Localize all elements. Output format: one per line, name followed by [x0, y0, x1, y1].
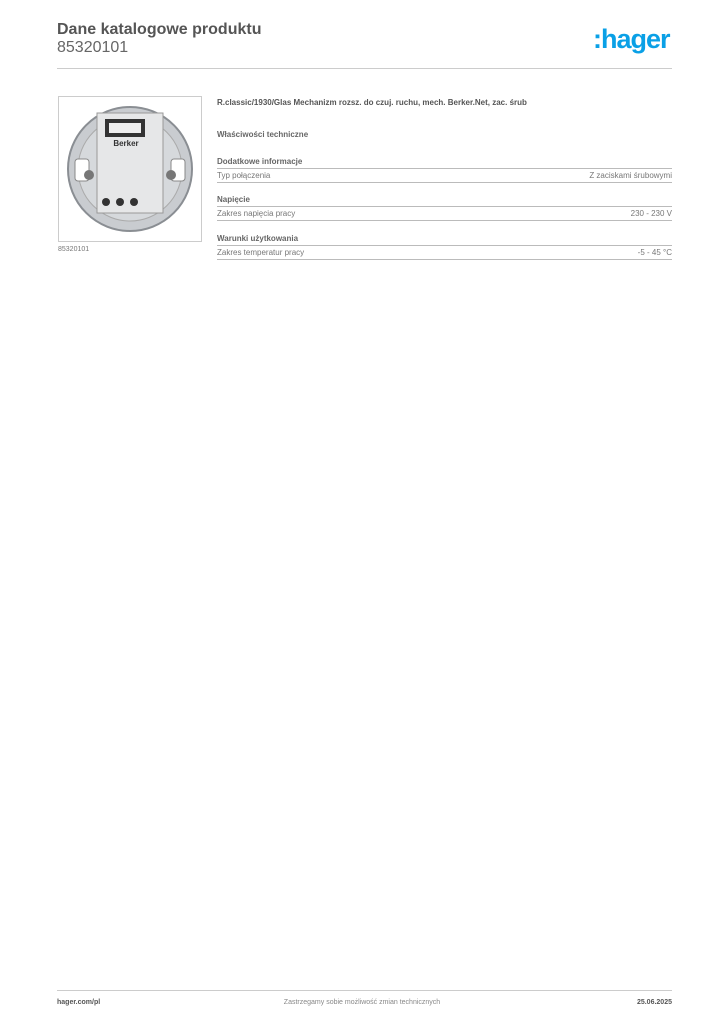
image-caption: 85320101	[58, 246, 90, 253]
footer-url[interactable]: hager.com/pl	[57, 999, 101, 1006]
row-value: 230 - 230 V	[630, 209, 672, 218]
section-additional-info: Dodatkowe informacje Typ połączenia Z zac…	[217, 157, 672, 183]
page-title: Dane katalogowe produktu	[57, 21, 262, 38]
table-row: Zakres temperatur pracy -5 - 45 °C	[217, 246, 672, 260]
table-row: Zakres napięcia pracy 230 - 230 V	[217, 207, 672, 221]
row-value: Z zaciskami śrubowymi	[589, 171, 672, 180]
section-usage-conditions: Warunki użytkowania Zakres temperatur pr…	[217, 234, 672, 260]
section-heading: Warunki użytkowania	[217, 234, 672, 246]
row-label: Zakres napięcia pracy	[217, 209, 296, 218]
product-image: Berker	[58, 96, 202, 242]
row-label: Typ połączenia	[217, 171, 271, 180]
svg-text:Berker: Berker	[113, 139, 138, 148]
footer-divider	[57, 990, 672, 991]
header-divider	[57, 68, 672, 69]
footer-date: 25.06.2025	[636, 999, 672, 1006]
table-row: Typ połączenia Z zaciskami śrubowymi	[217, 169, 672, 183]
hager-logo: :hager	[593, 24, 671, 54]
section-heading: Dodatkowe informacje	[217, 157, 672, 169]
row-value: -5 - 45 °C	[637, 248, 672, 257]
product-code: 85320101	[57, 39, 129, 56]
row-label: Zakres temperatur pracy	[217, 248, 305, 257]
properties-heading: Właściwości techniczne	[217, 130, 309, 139]
section-voltage: Napięcie Zakres napięcia pracy 230 - 230 …	[217, 195, 672, 221]
section-heading: Napięcie	[217, 195, 672, 207]
footer-note: Zastrzegamy sobie możliwość zmian techni…	[283, 999, 441, 1006]
product-title: R.classic/1930/Glas Mechanizm rozsz. do …	[217, 98, 527, 107]
